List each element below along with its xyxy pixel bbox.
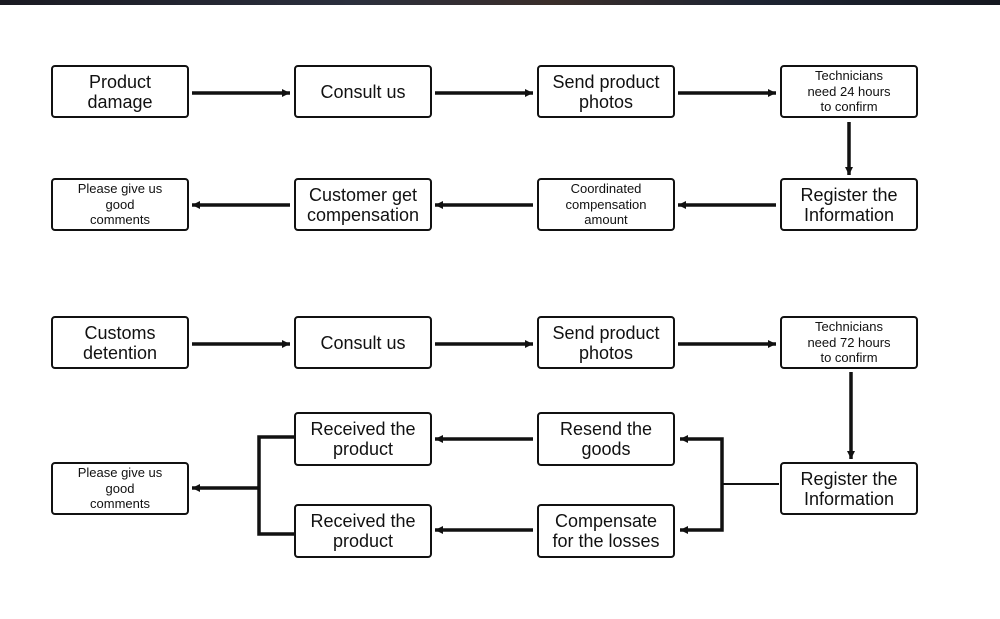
node-label: Technicians need 24 hours to confirm	[807, 68, 891, 115]
node-compensate-losses: Compensate for the losses	[537, 504, 675, 558]
node-label: Register the Information	[800, 468, 898, 509]
node-send-product-photos-2: Send product photos	[537, 316, 675, 369]
node-label: Product damage	[87, 71, 153, 112]
node-customs-detention: Customs detention	[51, 316, 189, 369]
line-merge-bracket	[257, 435, 294, 536]
top-banner-strip	[0, 0, 1000, 5]
node-resend-goods: Resend the goods	[537, 412, 675, 466]
node-label: Coordinated compensation amount	[565, 181, 647, 228]
node-good-comments: Please give us good comments	[51, 178, 189, 231]
node-technicians-72-hours: Technicians need 72 hours to confirm	[780, 316, 918, 369]
node-label: Customs detention	[82, 322, 158, 363]
node-good-comments-2: Please give us good comments	[51, 462, 189, 515]
node-product-damage: Product damage	[51, 65, 189, 118]
node-label: Please give us good comments	[77, 465, 163, 512]
node-label: Send product photos	[552, 322, 660, 363]
node-label: Customer get compensation	[306, 184, 420, 225]
arrow-split-to-resend	[680, 435, 724, 484]
node-received-product-2: Received the product	[294, 504, 432, 558]
node-received-product-1: Received the product	[294, 412, 432, 466]
node-send-product-photos: Send product photos	[537, 65, 675, 118]
node-customer-get-compensation: Customer get compensation	[294, 178, 432, 231]
node-technicians-24-hours: Technicians need 24 hours to confirm	[780, 65, 918, 118]
node-label: Technicians need 72 hours to confirm	[807, 319, 891, 366]
node-coordinated-compensation: Coordinated compensation amount	[537, 178, 675, 231]
node-label: Resend the goods	[559, 419, 653, 459]
node-label: Compensate for the losses	[552, 511, 660, 551]
node-register-information-2: Register the Information	[780, 462, 918, 515]
node-consult-us: Consult us	[294, 65, 432, 118]
node-label: Register the Information	[800, 184, 898, 225]
node-label: Consult us	[320, 81, 406, 102]
node-label: Please give us good comments	[77, 181, 163, 228]
node-label: Consult us	[320, 332, 406, 353]
arrow-split-to-compensate	[680, 484, 724, 534]
node-label: Received the product	[310, 511, 416, 551]
node-label: Send product photos	[552, 71, 660, 112]
node-register-information: Register the Information	[780, 178, 918, 231]
node-consult-us-2: Consult us	[294, 316, 432, 369]
node-label: Received the product	[310, 419, 416, 459]
